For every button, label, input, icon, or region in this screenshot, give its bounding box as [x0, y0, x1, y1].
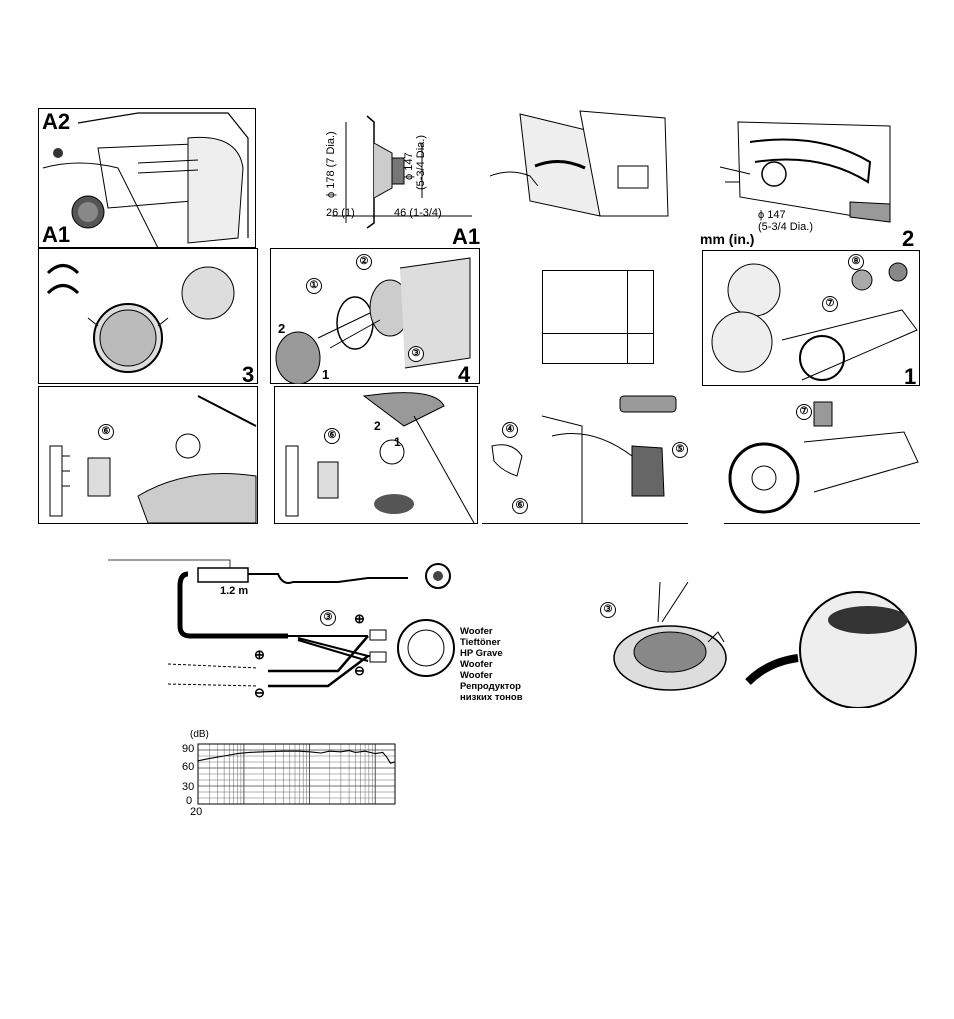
pillar-b-drawing — [274, 386, 478, 524]
minus-source: ⊖ — [254, 686, 265, 699]
speaker-mount-drawing — [270, 248, 480, 384]
frequency-response-chart: (dB) 90 60 30 0 20 — [176, 730, 406, 820]
label-panel-1: 1 — [904, 366, 916, 386]
label-a1-dim: A1 — [452, 226, 480, 248]
pillar-a-drawing — [38, 386, 258, 524]
car-interior-drawing — [38, 108, 256, 248]
dim-178: ϕ 178 (7 Dia.) — [326, 131, 337, 198]
step-1: 1 — [394, 436, 401, 448]
speaker-mount-panel: ① ② ③ 2 1 4 — [270, 248, 480, 384]
fr-plot — [176, 730, 406, 820]
tweeter-dash-drawing — [702, 250, 920, 386]
marker-7-bottom: ⑦ — [796, 404, 812, 420]
marker-4: ④ — [502, 422, 518, 438]
marker-3: ③ — [408, 346, 424, 362]
arrow-label-2: 2 — [278, 322, 285, 335]
cutout-dia: ϕ 147 — [758, 210, 786, 221]
fr-series-line — [198, 751, 395, 764]
wire-routing-panel: ③ — [598, 582, 918, 708]
car-interior-panel: A2 A1 — [38, 108, 256, 248]
cutout-dia-in: (5-3/4 Dia.) — [758, 222, 813, 233]
dim-147: ϕ 147 — [404, 152, 415, 180]
legend-line: Tieftöner — [460, 637, 523, 648]
dim-46: 46 (1-3/4) — [394, 208, 442, 219]
tweeter-pillar-panel-a: ⑥ — [38, 386, 258, 524]
speaker-dimension-panel: ϕ 178 (7 Dia.) ϕ 147 (5-3/4 Dia.) 26 (1)… — [312, 108, 480, 248]
marker-6a: ⑥ — [98, 424, 114, 440]
dim-147-in: (5-3/4 Dia.) — [416, 135, 427, 190]
legend-line: HP Grave — [460, 648, 523, 659]
woofer-legend: Woofer Tieftöner HP Grave Woofer Woofer … — [460, 626, 523, 702]
wire-routing-drawing — [598, 582, 918, 708]
marker-5: ⑤ — [672, 442, 688, 458]
cable-length: 1.2 m — [220, 586, 248, 597]
legend-line: Репродуктор — [460, 681, 523, 692]
marker-1: ① — [306, 278, 322, 294]
legend-line: Woofer — [460, 670, 523, 681]
dash-install-drawing — [724, 392, 920, 524]
label-panel-3: 3 — [242, 364, 254, 384]
marker-2: ② — [356, 254, 372, 270]
tweeter-bracket-panel: ④ ⑤ ⑥ — [482, 386, 688, 524]
label-a1: A1 — [42, 224, 70, 246]
grille-removal-panel: 3 — [38, 248, 258, 384]
label-panel-2: 2 — [902, 228, 914, 250]
wiring-diagram: 1.2 m ③ ⊕ ⊖ ⊕ ⊖ Woofer Tieftöner HP Grav… — [108, 556, 528, 702]
tweeter-dash-panel: ⑧ ⑦ 1 — [702, 250, 920, 386]
grille-drawing — [38, 248, 258, 384]
legend-line: Woofer — [460, 659, 523, 670]
legend-line: Woofer — [460, 626, 523, 637]
label-a2: A2 — [42, 111, 70, 133]
minus-terminal: ⊖ — [354, 664, 365, 677]
blank-table — [542, 270, 654, 364]
marker-8: ⑧ — [848, 254, 864, 270]
plus-terminal: ⊕ — [354, 612, 365, 625]
arrow-label-1: 1 — [322, 368, 329, 381]
door-removal-drawing — [490, 106, 684, 222]
door-cutout-panel: ϕ 147 (5-3/4 Dia.) — [700, 112, 916, 248]
legend-line: низких тонов — [460, 692, 523, 702]
marker-6c: ⑥ — [512, 498, 528, 514]
routing-marker-3: ③ — [600, 602, 616, 618]
door-panel-removal — [490, 106, 684, 222]
dim-26: 26 (1) — [326, 208, 355, 219]
units-label: mm (in.) — [700, 232, 754, 246]
marker-7-top: ⑦ — [822, 296, 838, 312]
wiring-marker-3: ③ — [320, 610, 336, 626]
tweeter-dash-install-panel: ⑦ — [724, 392, 920, 524]
label-panel-4: 4 — [458, 364, 470, 384]
step-2: 2 — [374, 420, 381, 432]
tweeter-pillar-panel-b: ⑥ 2 1 — [274, 386, 478, 524]
plus-source: ⊕ — [254, 648, 265, 661]
marker-6b: ⑥ — [324, 428, 340, 444]
